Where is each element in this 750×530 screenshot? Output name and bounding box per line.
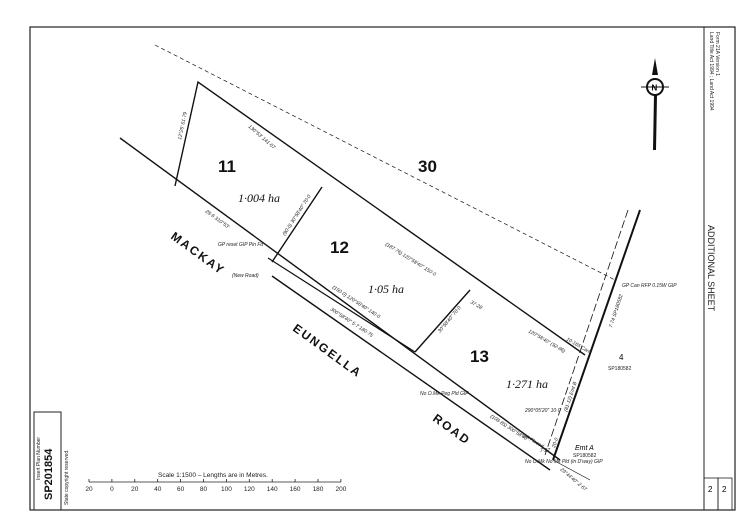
scale-tick-label: 20: [131, 486, 139, 493]
road-frontage-line: [119, 137, 561, 461]
easement-boundary-line: [552, 209, 641, 461]
dim-small-4: 20·0: [551, 437, 560, 450]
dim-lot13-north: 120°58'40" (92·86): [527, 329, 566, 355]
scale-tick-label: 40: [154, 486, 162, 493]
note-no-omk-dway: No O.Mk No Mk Pld (in D'way) GIP: [525, 459, 603, 465]
scale-tick-label: 100: [221, 486, 232, 493]
dim-lot11-east: (90·0) 30°58'40" 70·0: [282, 194, 313, 237]
lot-30-boundary: [154, 44, 616, 281]
form-version: Form 21A Version 1: [714, 32, 720, 76]
adjoining-plan: SP180582: [608, 366, 632, 372]
lot-12-13-boundary: [414, 289, 471, 353]
additional-sheet-label: ADDITIONAL SHEET: [706, 225, 716, 312]
road-opposite-line: [271, 275, 551, 471]
scale-tick-label: 160: [290, 486, 301, 493]
road-name-eungella: EUNGELLA: [290, 321, 365, 381]
adjoining-lot-number: 4: [619, 353, 624, 362]
lot-11-area: 1·004 ha: [238, 191, 280, 205]
lot-13-number: 13: [470, 347, 489, 366]
scale-tick-label: 60: [177, 486, 185, 493]
lot-11-boundary: [174, 80, 586, 356]
lot-12-area: 1·05 ha: [368, 282, 404, 296]
lot-11-12-boundary: [271, 186, 323, 263]
sheet-box: [703, 477, 719, 511]
tie-line: [552, 459, 591, 481]
dim-lot12-east: 30°58'40" 70·0: [437, 305, 463, 334]
easement-b-line: [544, 209, 629, 456]
scale-tick-label: 0: [110, 486, 114, 493]
plan-number-box: [33, 411, 62, 511]
scale-tick-label: 80: [200, 486, 208, 493]
note-new-road: (New Road): [232, 273, 259, 279]
note-no-omk-peg: No O.Mk Peg Pld GIP: [420, 391, 469, 397]
scale-tick-label: 180: [313, 486, 324, 493]
dim-bearing: 290°05'20" 10·0: [524, 408, 561, 414]
note-can: 10·165 Can: [565, 337, 591, 355]
scale-tick-label: 140: [267, 486, 278, 493]
road-name-mackay: MACKAY: [168, 229, 228, 278]
svg-text:N: N: [652, 84, 658, 93]
insert-plan-label: Insert Plan Number: [36, 437, 42, 480]
easement-a-label: Emt A: [575, 445, 594, 452]
new-road-line: [267, 257, 416, 353]
dim-small-1: 7·27: [540, 448, 550, 454]
dim-sp-line: 7·74 SP180582: [608, 294, 625, 329]
scale-title: Scale 1:1500 – Lengths are in Metres.: [158, 472, 268, 479]
scale-tick-label: 20: [85, 486, 93, 493]
dim-lot11-west: 12°25' 61·79: [177, 111, 189, 140]
lot-30-number: 30: [418, 157, 437, 176]
dim-small-2: 29°44'40" 2·67: [558, 466, 588, 492]
road-name-road: ROAD: [430, 411, 473, 448]
sheet-border: [29, 26, 736, 511]
easement-a-plan: SP180582: [573, 453, 597, 459]
scale-tick-label: 200: [335, 486, 346, 493]
note-gp-reset: GP reset GIP Pin Fd: [218, 242, 263, 248]
dim-lot12-north: (187·76) 120°58'40" 150·0: [384, 242, 437, 278]
legislation-note: Land Title Act 1994 ; Land Act 1994: [708, 32, 714, 111]
lot-12-number: 12: [330, 238, 349, 257]
dim-lot13-north-short: 37·28: [469, 300, 483, 312]
copyright-note: State copyright reserved.: [64, 449, 70, 505]
note-gp-can-rfp: GP Can RFP 0.15W GIP: [622, 283, 677, 289]
north-arrow-icon: N: [641, 58, 669, 150]
sheet-total: 2: [722, 485, 727, 494]
lot-11-number: 11: [218, 157, 236, 176]
sheet-number: 2: [708, 485, 713, 494]
plan-number: SP201854: [43, 448, 55, 500]
dim-lot11-north: 130°53' 141·07: [247, 124, 277, 151]
dim-lot11-south: 28·6 310°53': [203, 208, 231, 231]
lot-13-area: 1·271 ha: [506, 377, 548, 391]
scale-tick-label: 120: [244, 486, 255, 493]
